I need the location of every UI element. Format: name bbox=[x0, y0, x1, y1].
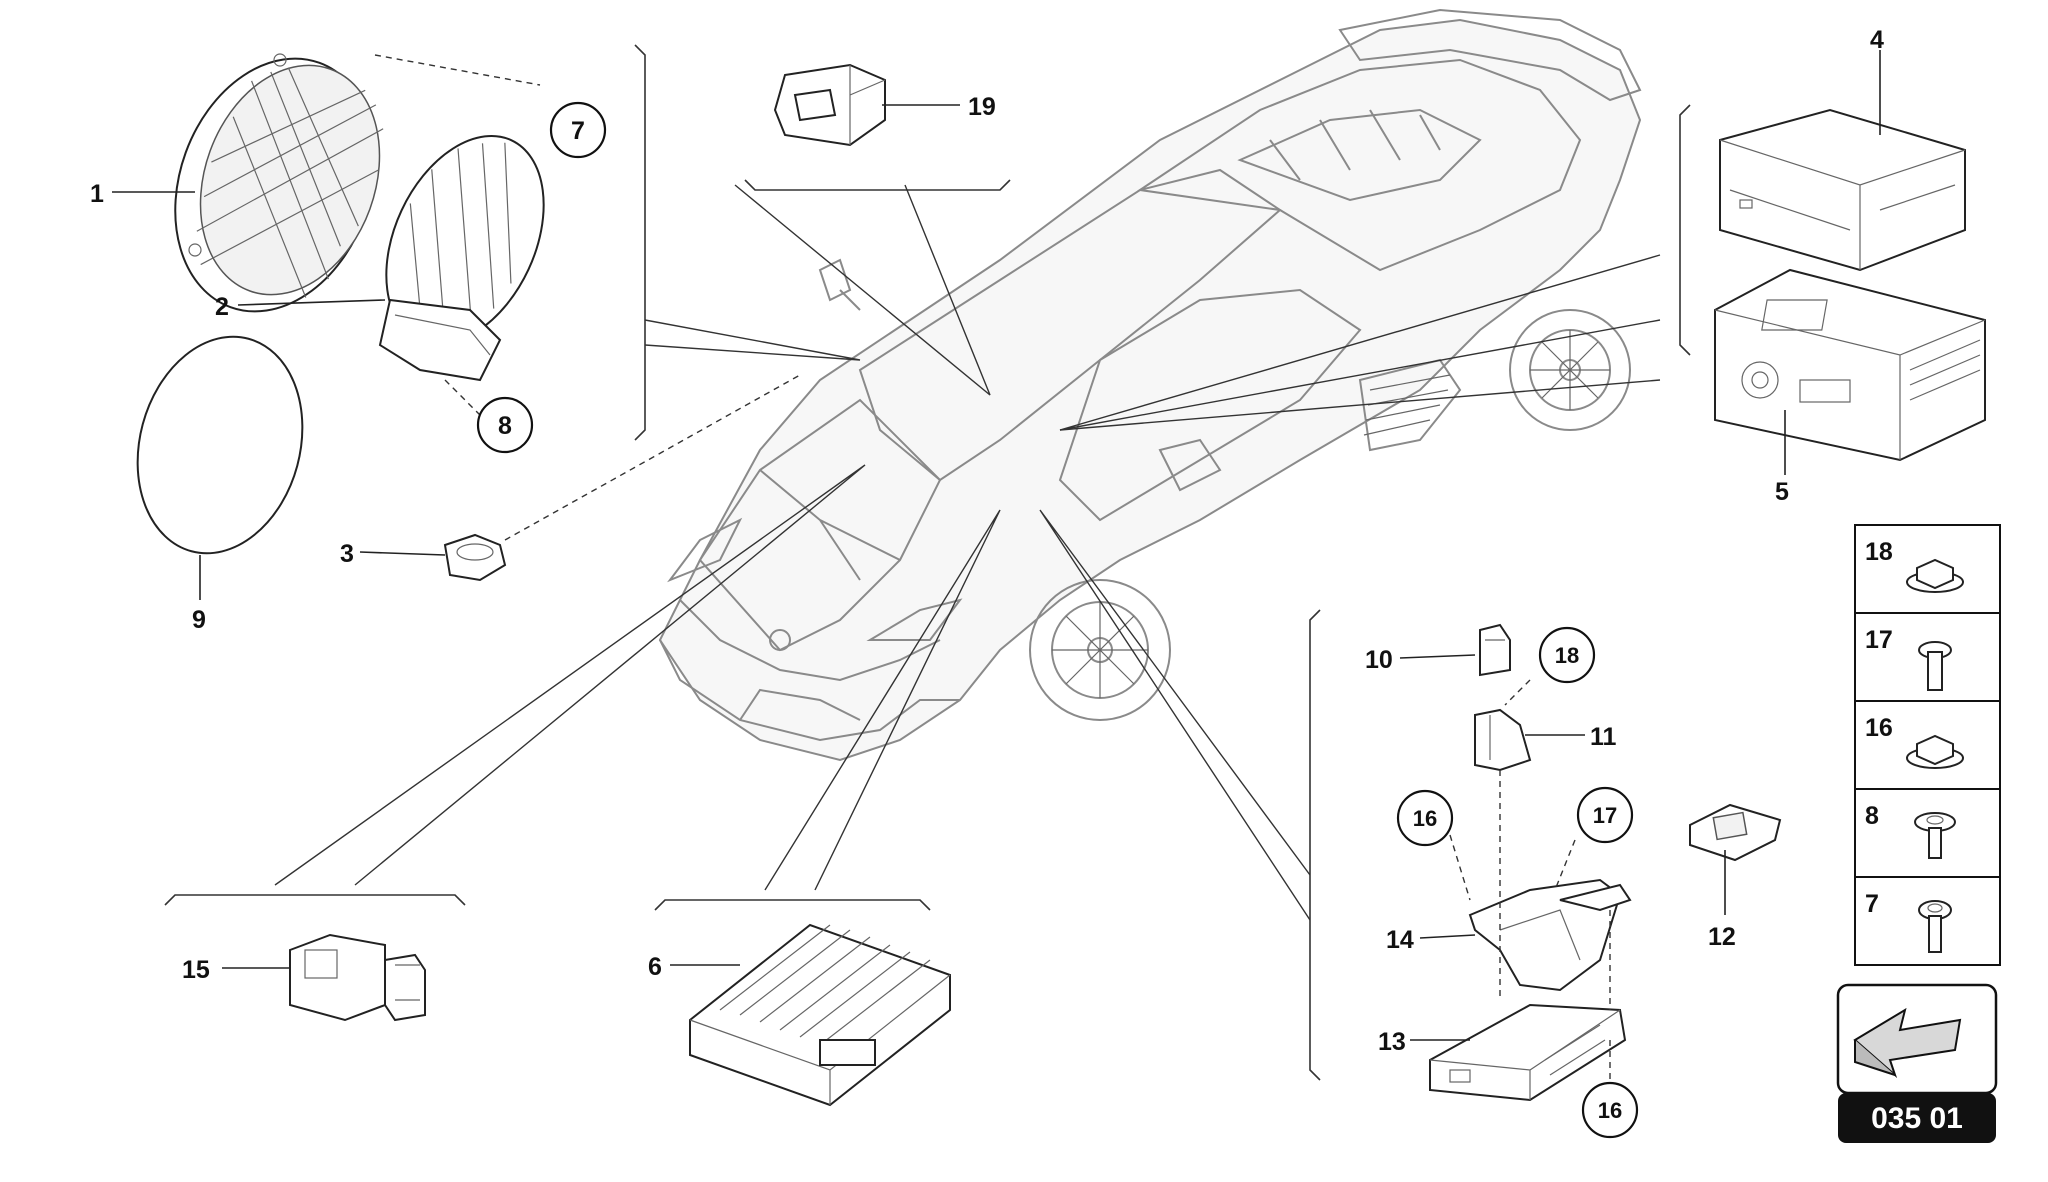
group-brackets bbox=[164, 44, 1691, 1081]
part-13-control-module bbox=[1429, 1003, 1627, 1102]
part-5-radio-unit bbox=[1714, 268, 1986, 462]
part-10-holder bbox=[1479, 623, 1511, 677]
page-badge: 035 01 bbox=[1836, 983, 1998, 1143]
circled-ref-16-upper: 16 bbox=[1413, 806, 1437, 831]
part-14-mount bbox=[1468, 878, 1632, 992]
callout-1: 1 bbox=[90, 180, 104, 208]
part-11-bracket bbox=[1474, 708, 1532, 772]
callout-6: 6 bbox=[648, 953, 662, 981]
screw-8-icon bbox=[1914, 812, 1956, 859]
fastener-panel: 18 17 16 8 7 bbox=[1854, 524, 2001, 966]
circled-ref-8: 8 bbox=[498, 412, 512, 440]
part-15-sensor bbox=[289, 933, 426, 1022]
callout-19: 19 bbox=[968, 93, 996, 121]
part-1-speaker bbox=[174, 53, 384, 313]
part-9-seal-ring bbox=[136, 335, 304, 555]
callout-3: 3 bbox=[340, 540, 354, 568]
part-4-control-unit bbox=[1719, 108, 1966, 272]
fastener-label-18: 18 bbox=[1865, 538, 1893, 566]
rear-wheel bbox=[1509, 309, 1631, 431]
part-2-speaker-housing bbox=[378, 135, 545, 382]
fastener-label-8: 8 bbox=[1865, 802, 1879, 830]
zone-beams bbox=[274, 184, 1661, 921]
callout-labels: 1 2 3 4 5 6 9 10 11 12 13 14 15 19 bbox=[90, 26, 1884, 1056]
callout-15: 15 bbox=[182, 956, 210, 984]
circled-ref-7: 7 bbox=[571, 117, 585, 145]
callout-10: 10 bbox=[1365, 646, 1393, 674]
callout-4: 4 bbox=[1870, 26, 1884, 54]
fastener-label-7: 7 bbox=[1865, 890, 1879, 918]
part-12-module bbox=[1689, 803, 1782, 862]
car-illustration bbox=[658, 8, 1642, 762]
page-code: 035 01 bbox=[1871, 1102, 1963, 1135]
dashed-references bbox=[374, 54, 1611, 1080]
callout-2: 2 bbox=[215, 293, 229, 321]
callout-11: 11 bbox=[1590, 723, 1617, 751]
circled-references: 7 8 18 16 17 16 bbox=[476, 101, 1639, 1139]
direction-arrow-icon bbox=[1853, 1007, 1962, 1079]
nut-18-icon bbox=[1906, 558, 1964, 593]
callout-5: 5 bbox=[1775, 478, 1789, 506]
callout-13: 13 bbox=[1378, 1028, 1406, 1056]
leader-lines bbox=[112, 50, 1881, 1041]
bolt-17-icon bbox=[1918, 641, 1952, 691]
fastener-label-16: 16 bbox=[1865, 714, 1893, 742]
circled-ref-17: 17 bbox=[1593, 803, 1617, 828]
fastener-label-17: 17 bbox=[1865, 626, 1893, 654]
callout-12: 12 bbox=[1708, 923, 1736, 951]
nut-16-icon bbox=[1906, 734, 1964, 769]
circled-ref-16-lower: 16 bbox=[1598, 1098, 1622, 1123]
part-6-amplifier bbox=[689, 923, 951, 1107]
part-3-clip bbox=[443, 533, 507, 582]
screw-7-icon bbox=[1918, 900, 1952, 953]
part-19-module bbox=[773, 63, 886, 147]
circled-ref-18: 18 bbox=[1555, 643, 1579, 668]
callout-9: 9 bbox=[192, 606, 206, 634]
callout-14: 14 bbox=[1386, 926, 1414, 954]
